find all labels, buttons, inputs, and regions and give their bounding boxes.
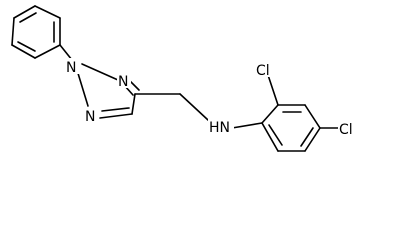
chloro-4-label: Cl: [339, 122, 353, 138]
dichlorophenyl-ring: [261, 104, 321, 152]
amine-nh-label: HN: [209, 120, 230, 136]
phenyl-ring: [11, 5, 61, 59]
bond-phenyl-n2: [59, 44, 73, 61]
atom-n2-label: N: [66, 60, 76, 76]
atom-n3-label: N: [118, 74, 128, 90]
bond-c2-cl: [267, 74, 279, 106]
bond-nh-aryl: [231, 122, 263, 129]
atom-n1-label: N: [85, 109, 95, 125]
bond-ch2-nh: [179, 93, 209, 121]
chloro-2-label: Cl: [256, 63, 270, 79]
structure-canvas: N N N HN Cl Cl: [11, 5, 353, 152]
molecule-diagram: N N N HN Cl Cl: [11, 5, 353, 152]
